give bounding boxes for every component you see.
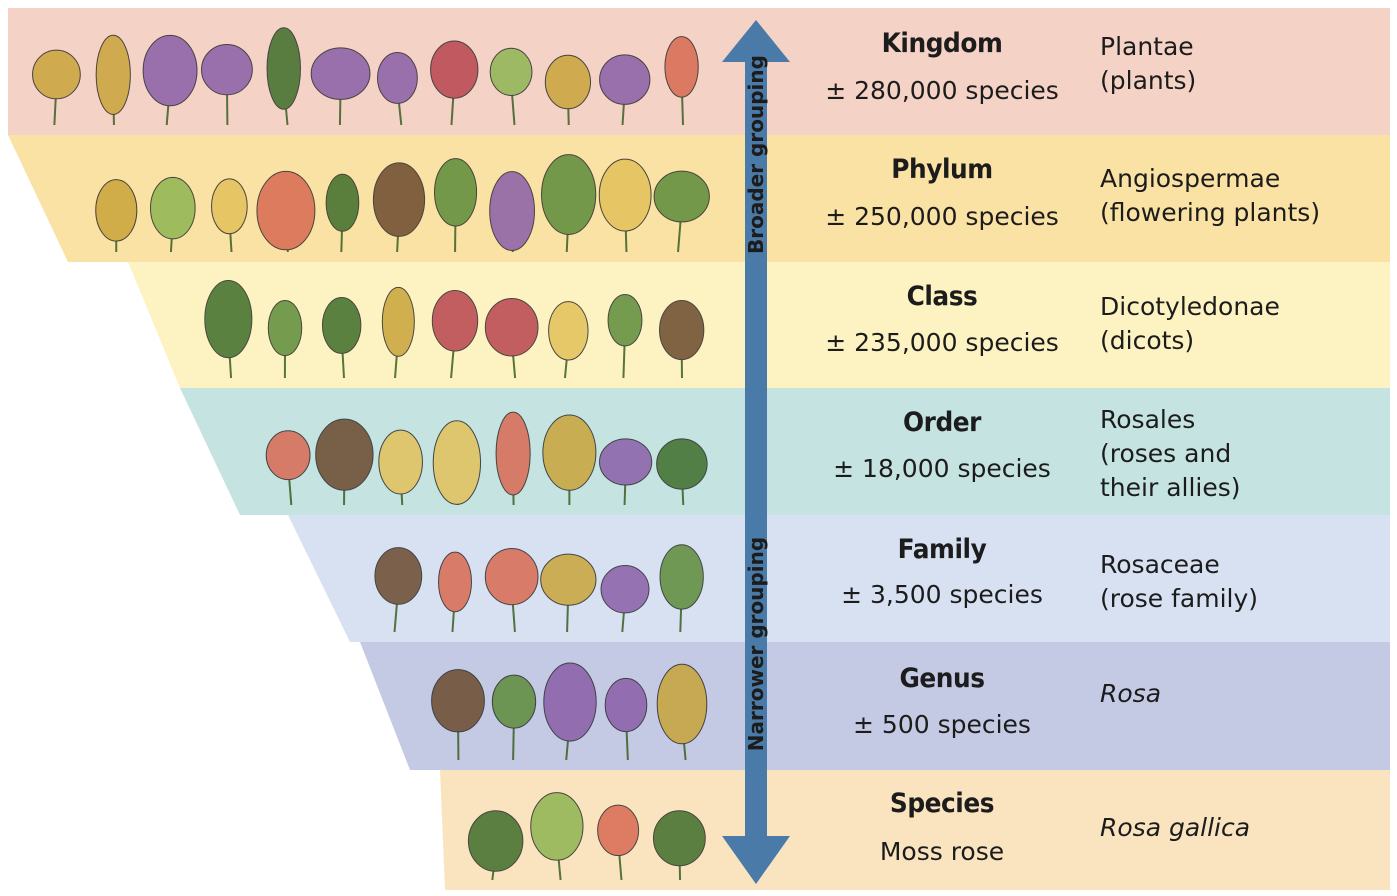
plant-illustrations-kingdom — [32, 27, 699, 126]
species-count: ± 18,000 species — [833, 454, 1051, 483]
species-count: ± 3,500 species — [841, 580, 1043, 609]
species-count: ± 250,000 species — [825, 202, 1059, 231]
taxon-name: Rosaceae (rose family) — [1100, 550, 1259, 613]
narrower-grouping-label: Narrower grouping — [744, 536, 768, 752]
taxon-name: Plantae (plants) — [1100, 32, 1197, 95]
species-count: Moss rose — [879, 837, 1005, 866]
rank-name: Class — [906, 281, 978, 312]
band-kingdom — [8, 8, 1390, 135]
plant-illustrations-class — [204, 279, 705, 379]
plant-illustrations-genus — [431, 662, 708, 761]
plant-illustrations-family — [374, 544, 704, 633]
arrow-head-up — [722, 20, 790, 62]
species-count: ± 235,000 species — [825, 328, 1059, 357]
rank-name: Phylum — [891, 154, 993, 185]
rank-name: Family — [897, 534, 987, 565]
plant-illustrations-order — [265, 411, 708, 506]
species-count: ± 280,000 species — [825, 76, 1059, 105]
broader-grouping-label: Broader grouping — [744, 55, 768, 254]
taxon-name: Angiospermae (flowering plants) — [1100, 164, 1321, 227]
plant-illustrations-phylum — [95, 154, 710, 253]
arrow-shaft — [745, 58, 767, 840]
band-genus — [360, 642, 1390, 770]
rank-name: Species — [889, 788, 995, 819]
band-family — [288, 515, 1390, 642]
rank-name: Kingdom — [881, 28, 1003, 59]
taxon-name: Dicotyledonae (dicots) — [1100, 292, 1280, 355]
plant-illustrations-species — [467, 792, 706, 881]
taxon-name: Rosa gallica — [1100, 813, 1251, 842]
rank-name: Genus — [899, 663, 985, 694]
species-count: ± 500 species — [853, 710, 1031, 739]
taxon-name: Rosa — [1100, 679, 1162, 708]
rank-name: Order — [903, 407, 981, 438]
taxon-name: Rosales (roses and their allies) — [1100, 405, 1241, 502]
grouping-arrow — [722, 20, 790, 884]
band-order — [180, 388, 1390, 515]
arrow-head-down — [722, 836, 790, 884]
